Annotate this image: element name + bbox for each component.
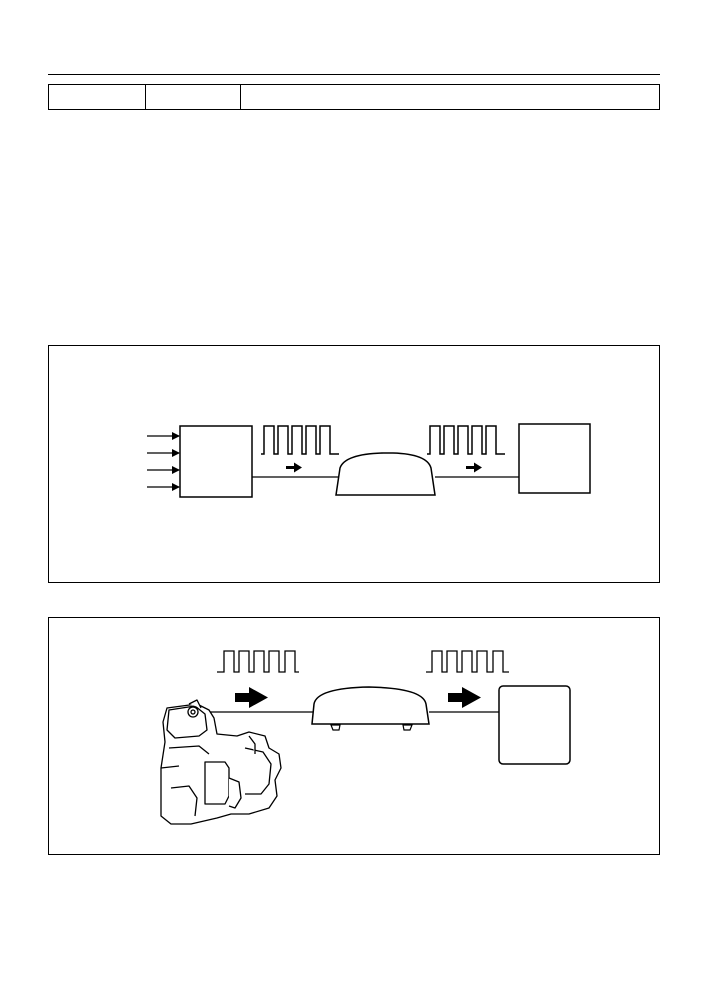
pulse-train-1	[217, 650, 299, 673]
bold-arrow-1	[235, 687, 268, 708]
receiver-unit-box	[518, 423, 591, 494]
header-table	[48, 84, 660, 110]
direction-arrow-1	[286, 462, 302, 473]
pulse-train-2	[427, 425, 505, 455]
engine-signal-diagram	[160, 650, 571, 825]
engine-illustration	[160, 699, 282, 825]
figure-signal-flow	[48, 345, 660, 583]
top-rule	[48, 74, 660, 75]
header-cell-1	[48, 84, 146, 110]
input-arrows	[147, 432, 180, 491]
connector-unit	[335, 452, 436, 496]
receiver-unit-box	[498, 685, 571, 765]
pulse-train-1	[261, 425, 339, 455]
figure-engine-signal	[48, 617, 660, 855]
header-cell-3	[240, 84, 660, 110]
connector-unit	[311, 686, 430, 731]
bold-arrow-2	[448, 687, 481, 708]
direction-arrow-2	[466, 462, 482, 473]
source-unit-box	[179, 425, 253, 498]
pulse-train-2	[426, 650, 509, 673]
header-cell-2	[145, 84, 241, 110]
signal-flow-diagram	[147, 423, 591, 498]
header-row	[48, 84, 660, 110]
